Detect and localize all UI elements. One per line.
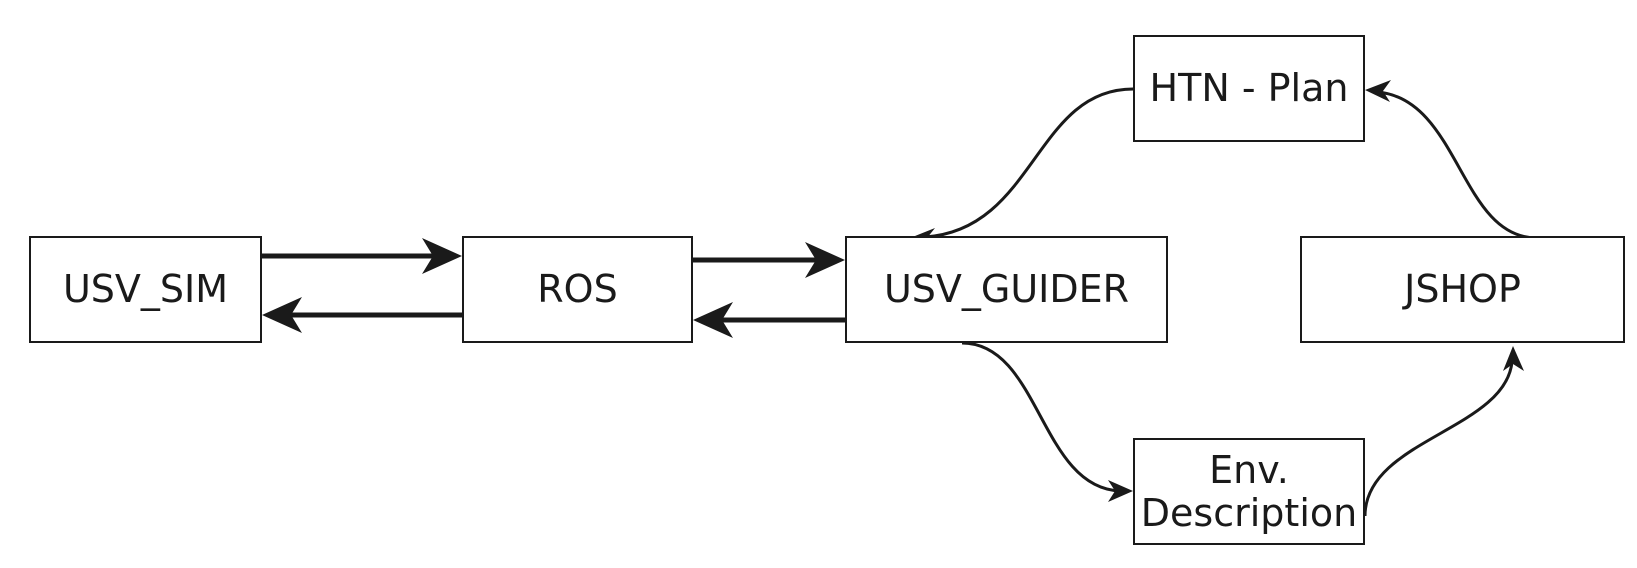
edge-env-description-to-jshop <box>1363 346 1524 517</box>
edge-usv-guider-to-env-description <box>961 341 1133 502</box>
edge-usv-sim-to-ros <box>262 238 462 274</box>
edge-ros-to-usv-sim <box>262 297 462 333</box>
node-jshop-label: JSHOP <box>1404 267 1521 312</box>
node-htn-plan-label: HTN - Plan <box>1149 66 1349 111</box>
node-usv-guider: USV_GUIDER <box>845 236 1168 343</box>
node-ros: ROS <box>462 236 693 343</box>
node-env-description: Env. Description <box>1133 438 1365 545</box>
edge-ros-to-usv-guider <box>693 242 845 278</box>
node-jshop: JSHOP <box>1300 236 1625 343</box>
node-usv-sim-label: USV_SIM <box>62 267 229 312</box>
node-usv-guider-label: USV_GUIDER <box>883 267 1130 312</box>
node-ros-label: ROS <box>537 267 618 312</box>
edge-jshop-to-htn-plan <box>1365 80 1538 240</box>
node-env-description-label: Env. Description <box>1140 447 1358 535</box>
edge-usv-guider-to-ros <box>693 302 845 338</box>
node-usv-sim: USV_SIM <box>29 236 262 343</box>
edge-htn-plan-to-usv-guider <box>910 87 1134 248</box>
node-htn-plan: HTN - Plan <box>1133 35 1365 142</box>
